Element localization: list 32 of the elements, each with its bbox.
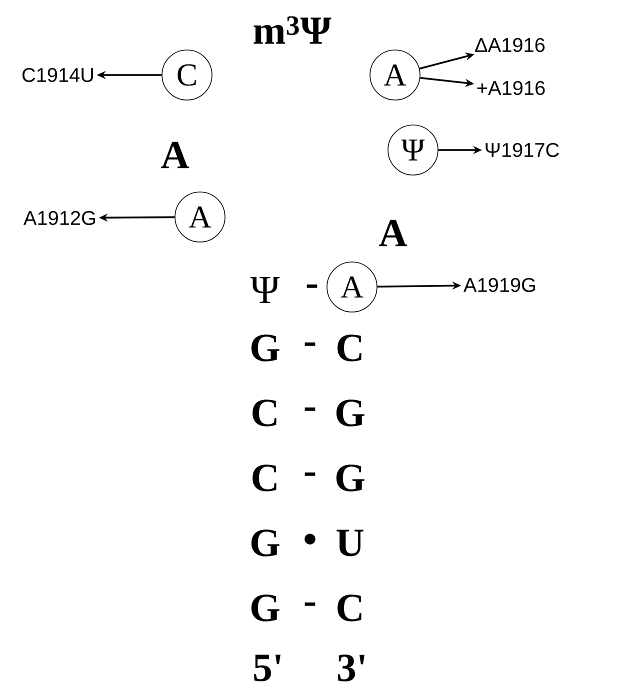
nucleotide-label: A — [379, 220, 408, 246]
mutation-label: A1912G — [23, 210, 96, 226]
base-pair-mark: - — [304, 407, 316, 411]
nucleotide-label: G — [251, 530, 280, 556]
mutation-label: Ψ1917C — [486, 142, 559, 158]
nucleotide-label: G — [336, 400, 364, 426]
nucleotide-label: G — [336, 464, 364, 492]
nucleotide-label: G — [251, 594, 280, 622]
nucleotide-label: C — [252, 400, 276, 426]
end-label: 5' — [254, 654, 280, 682]
nucleotide-label: U — [336, 530, 364, 556]
end-label: 3' — [338, 654, 364, 682]
nucleotide-label: C — [252, 464, 276, 492]
circled-nucleotide: A — [370, 50, 420, 100]
base-pair-dash: - — [306, 284, 318, 288]
mutation-label: A1919G — [463, 278, 536, 292]
circled-nucleotide: Ψ — [388, 124, 438, 176]
mutation-label: C1914U — [22, 68, 93, 82]
nucleotide-label: C — [338, 594, 362, 622]
nucleotide-label: Ψ — [250, 276, 280, 304]
base-pair-mark: • — [304, 534, 316, 544]
nucleotide-label: m$^{3}$Ψ — [254, 16, 332, 44]
nucleotide-label: G — [251, 334, 280, 362]
base-pair-mark: - — [304, 472, 316, 476]
mutation-label: ΔA1916 — [475, 38, 545, 52]
circled-nucleotide: A — [174, 192, 226, 242]
circled-nucleotide: A — [326, 262, 378, 312]
circled-nucleotide: C — [162, 50, 212, 100]
base-pair-mark: - — [304, 342, 316, 346]
nucleotide-label: A — [161, 142, 190, 168]
mutation-label: +A1916 — [477, 80, 545, 96]
base-pair-mark: - — [304, 602, 316, 606]
